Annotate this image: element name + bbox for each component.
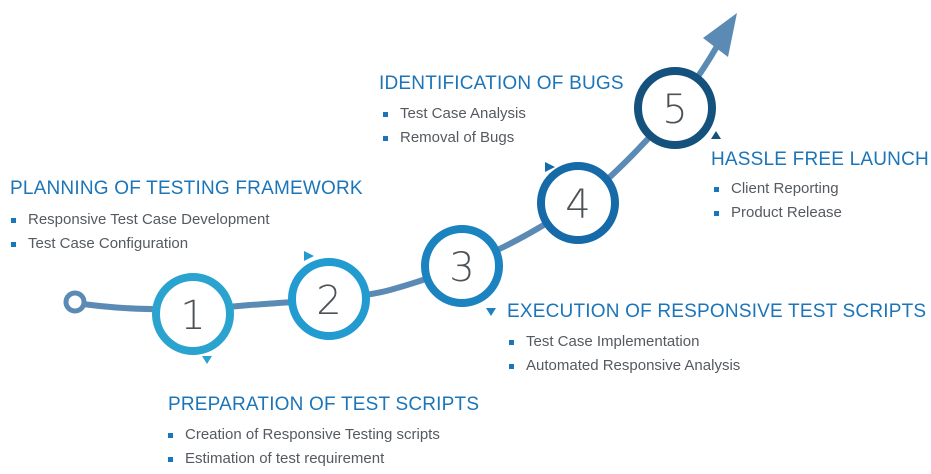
stage-5-circle [634, 67, 716, 149]
stage-5-title: HASSLE FREE LAUNCH [711, 149, 929, 170]
stage-1-marker: 1 [152, 273, 234, 364]
stage-3-number: 3 [449, 245, 474, 291]
stage-5-item-2: Product Release [714, 201, 842, 225]
stage-3-title: EXECUTION OF RESPONSIVE TEST SCRIPTS [507, 301, 927, 322]
stage-4-marker: 4 [537, 162, 619, 244]
path-start-node [63, 290, 87, 314]
stage-4-item-2: Removal of Bugs [383, 126, 526, 150]
stage-5-list: Client Reporting Product Release [714, 177, 842, 225]
stage-1-pointer-icon [202, 356, 212, 364]
stage-3-item-1: Test Case Implementation [509, 330, 740, 354]
stage-1-list: Responsive Test Case Development Test Ca… [11, 208, 270, 256]
stage-4-list: Test Case Analysis Removal of Bugs [383, 102, 526, 150]
stage-4-circle [537, 162, 619, 244]
stage-2-circle [288, 258, 370, 340]
stage-4-pointer-icon [545, 162, 555, 172]
stage-1-item-2: Test Case Configuration [11, 232, 270, 256]
stage-1-item-1: Responsive Test Case Development [11, 208, 270, 232]
stage-2-item-1: Creation of Responsive Testing scripts [168, 423, 440, 447]
stage-2-list: Creation of Responsive Testing scripts E… [168, 423, 440, 471]
stage-2-pointer-icon [304, 251, 314, 261]
stage-4-item-1: Test Case Analysis [383, 102, 526, 126]
stage-4-title: IDENTIFICATION OF BUGS [379, 73, 624, 94]
stage-5-number: 5 [662, 87, 687, 133]
stage-1-number: 1 [180, 293, 205, 339]
stage-3-list: Test Case Implementation Automated Respo… [509, 330, 740, 378]
stage-3-marker: 3 [421, 225, 503, 316]
stage-1-circle [152, 273, 234, 355]
stage-3-circle [421, 225, 503, 307]
stage-5-marker: 5 [634, 67, 721, 149]
arrow-head-icon [703, 13, 737, 57]
stage-5-item-1: Client Reporting [714, 177, 842, 201]
stage-3-item-2: Automated Responsive Analysis [509, 354, 740, 378]
stage-5-pointer-icon [711, 131, 721, 139]
stage-3-pointer-icon [486, 308, 496, 316]
stage-1-title: PLANNING OF TESTING FRAMEWORK [10, 178, 363, 199]
stage-2-item-2: Estimation of test requirement [168, 447, 440, 471]
stage-2-marker: 2 [288, 251, 370, 340]
stage-4-number: 4 [565, 182, 590, 228]
stage-2-title: PREPARATION OF TEST SCRIPTS [168, 394, 480, 415]
stage-2-number: 2 [316, 278, 341, 324]
